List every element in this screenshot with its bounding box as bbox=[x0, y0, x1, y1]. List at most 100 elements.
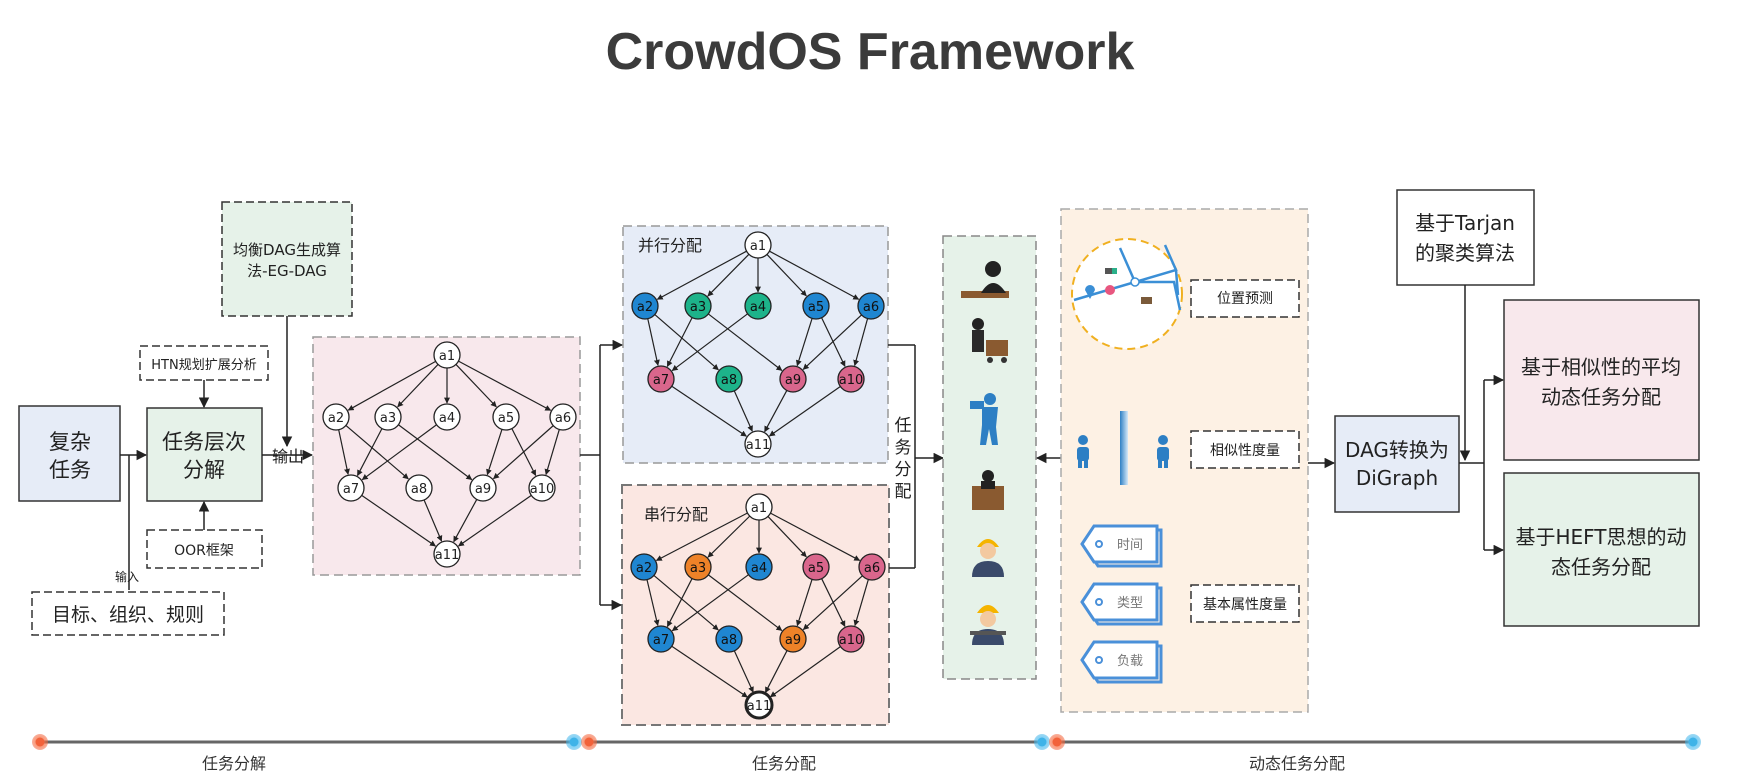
timeline-stage-label: 任务分配 bbox=[752, 754, 816, 773]
timeline-stage-label: 动态任务分配 bbox=[1249, 754, 1345, 773]
dag-node-a2: a2 bbox=[631, 292, 659, 320]
office-worker-icon bbox=[961, 261, 1009, 298]
location-box: 位置预测 bbox=[1190, 279, 1300, 318]
dag-node-label: a2 bbox=[328, 411, 344, 426]
dag-node-label: a7 bbox=[653, 373, 669, 388]
dag-edge bbox=[707, 253, 750, 297]
truck-icon bbox=[1141, 297, 1152, 304]
dag-node-a3: a3 bbox=[684, 553, 712, 581]
digraph-box: DAG转换为 DiGraph bbox=[1334, 415, 1460, 513]
dag-edge bbox=[802, 575, 863, 631]
miner-worker-icon bbox=[970, 605, 1006, 645]
task-decomposition-box: 任务层次 分解 bbox=[146, 407, 263, 502]
dag-edge bbox=[345, 424, 409, 480]
dag-node-label: a1 bbox=[750, 239, 766, 254]
right-connectors bbox=[1459, 285, 1505, 556]
heft-alloc-box: 基于HEFT思想的动 态任务分配 bbox=[1503, 472, 1700, 627]
dag-node-label: a8 bbox=[411, 482, 427, 497]
dag-node-label: a9 bbox=[785, 373, 801, 388]
egdag-line-2: 法-EG-DAG bbox=[247, 262, 327, 280]
similarity-alloc-line-1: 基于相似性的平均 bbox=[1521, 355, 1681, 379]
dag-node-a6: a6 bbox=[549, 403, 577, 431]
serial-label: 串行分配 bbox=[644, 505, 708, 524]
dag-edge bbox=[764, 650, 788, 694]
dag-node-a3: a3 bbox=[374, 403, 402, 431]
dag-node-a3: a3 bbox=[684, 292, 712, 320]
dag-node-a2: a2 bbox=[630, 553, 658, 581]
dag-node-label: a11 bbox=[746, 438, 771, 453]
dag-edge bbox=[361, 424, 437, 481]
tag-2: 类型 bbox=[1080, 582, 1163, 626]
dag-node-label: a10 bbox=[839, 633, 864, 648]
builder-worker-icon bbox=[972, 539, 1004, 577]
dag-node-a8: a8 bbox=[715, 365, 743, 393]
dag-node-label: a4 bbox=[439, 411, 455, 426]
similarity-bar bbox=[1120, 411, 1128, 485]
dag-node-a1: a1 bbox=[433, 341, 461, 369]
serial-dag-panel bbox=[621, 484, 890, 726]
dag-node-label: a1 bbox=[439, 349, 455, 364]
complex-task-line-2: 任务 bbox=[49, 458, 91, 482]
dag-node-a9: a9 bbox=[779, 365, 807, 393]
dag-edge bbox=[770, 512, 861, 561]
dag-edge bbox=[853, 579, 869, 627]
dag-node-label: a9 bbox=[785, 633, 801, 648]
dag-edge bbox=[666, 578, 693, 628]
courier-worker-icon bbox=[972, 318, 1008, 363]
dag-edge bbox=[656, 250, 747, 300]
tag-label: 负载 bbox=[1117, 654, 1143, 669]
dag-edge bbox=[458, 494, 532, 547]
timeline-stage-3: 动态任务分配 bbox=[1049, 734, 1701, 773]
dag-node-label: a2 bbox=[636, 561, 652, 576]
dag-edge bbox=[347, 360, 436, 411]
oor-label: OOR框架 bbox=[174, 543, 234, 559]
dag-edge bbox=[671, 385, 747, 437]
similarity-alloc-line-2: 动态任务分配 bbox=[1541, 385, 1661, 409]
dag-node-a9: a9 bbox=[779, 625, 807, 653]
dag-node-a4: a4 bbox=[744, 292, 772, 320]
dag-node-label: a1 bbox=[751, 501, 767, 516]
dag-node-label: a4 bbox=[751, 561, 767, 576]
split-connectors bbox=[580, 339, 945, 611]
dag-node-label: a4 bbox=[750, 300, 766, 315]
similarity-label: 相似性度量 bbox=[1210, 443, 1280, 459]
tag-3: 负载 bbox=[1080, 640, 1163, 684]
dag-edge bbox=[423, 499, 443, 542]
dag-node-label: a9 bbox=[475, 482, 491, 497]
dag-node-label: a5 bbox=[498, 411, 514, 426]
dag-node-a5: a5 bbox=[802, 553, 830, 581]
dag-edge bbox=[707, 515, 751, 558]
dag-node-a9: a9 bbox=[469, 474, 497, 502]
attributes-box: 基本属性度量 bbox=[1190, 584, 1300, 623]
dag-node-a6: a6 bbox=[857, 292, 885, 320]
dag-node-a2: a2 bbox=[322, 403, 350, 431]
dag-edge bbox=[486, 429, 503, 476]
parallel-dag-panel bbox=[622, 225, 889, 464]
dag-node-label: a6 bbox=[864, 561, 880, 576]
dag-edge bbox=[397, 364, 439, 408]
dag-edge bbox=[398, 424, 473, 481]
tag-label: 类型 bbox=[1117, 596, 1143, 611]
dag-edge bbox=[655, 512, 748, 562]
dag-edge bbox=[733, 650, 754, 693]
dag-node-a4: a4 bbox=[433, 403, 461, 431]
dag-node-a10: a10 bbox=[837, 365, 865, 393]
dag-edge bbox=[356, 428, 383, 477]
complex-task-line-1: 复杂 bbox=[49, 430, 91, 454]
dag-node-a11: a11 bbox=[744, 430, 772, 458]
dag-edge bbox=[646, 579, 660, 626]
input-label: 输入 bbox=[115, 569, 139, 584]
egdag-line-1: 均衡DAG生成算 bbox=[233, 241, 341, 259]
similarity-figure bbox=[1077, 411, 1169, 485]
dag-edge bbox=[769, 250, 860, 300]
dag-node-a1: a1 bbox=[744, 231, 772, 259]
dag-node-a5: a5 bbox=[492, 403, 520, 431]
workers-list bbox=[961, 261, 1009, 645]
car-icon bbox=[1105, 268, 1115, 274]
dag-edge bbox=[707, 574, 783, 632]
dag-node-a7: a7 bbox=[647, 625, 675, 653]
dag-edge bbox=[766, 254, 807, 297]
